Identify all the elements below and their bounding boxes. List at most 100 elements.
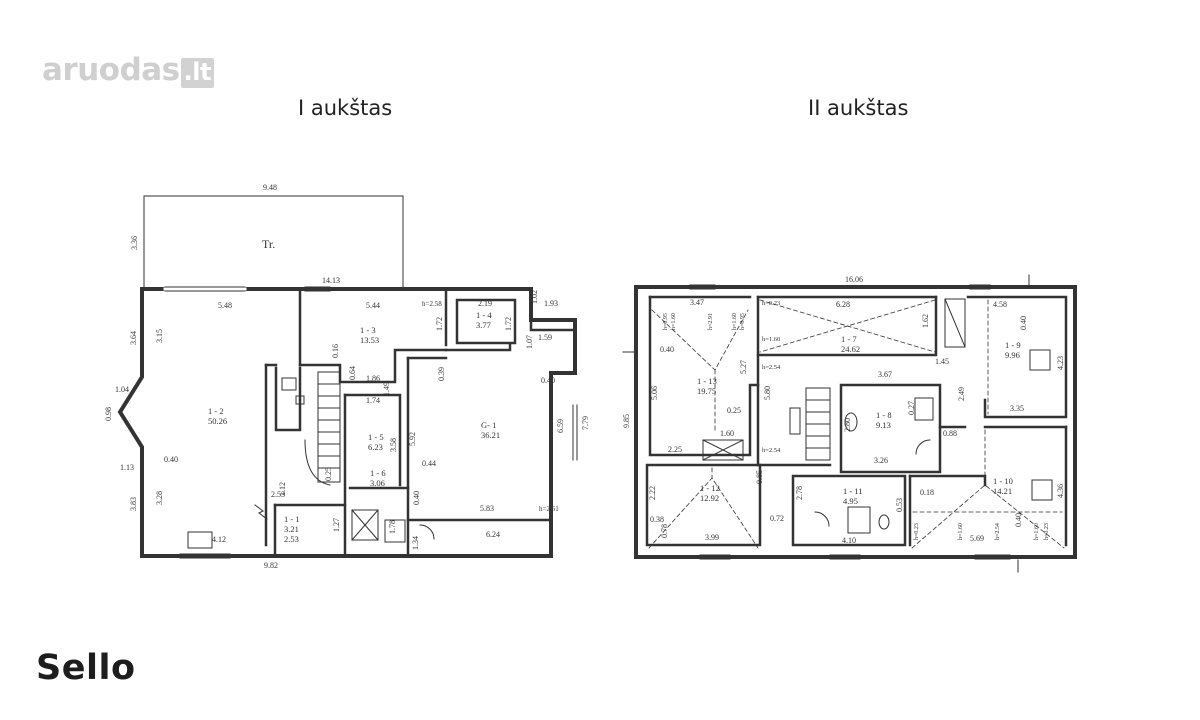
dim-label: 1.07 xyxy=(525,335,534,349)
floor-2-staircase xyxy=(789,387,831,461)
room-area: 19.75 xyxy=(697,386,716,396)
floor-1-fixtures xyxy=(187,377,435,549)
room-area: 3.06 xyxy=(370,478,385,488)
room-area: 6.23 xyxy=(368,442,383,452)
room-area: 24.62 xyxy=(841,344,860,354)
room-extra: 2.53 xyxy=(284,534,299,544)
dim-label: 1.59 xyxy=(538,333,552,342)
room-id: 1 - 5 xyxy=(368,432,384,442)
floor-2-title: II aukštas xyxy=(808,96,909,120)
dim-label: 3.83 xyxy=(129,497,138,511)
dim-label: 3.47 xyxy=(690,298,704,307)
dim-label: 9.48 xyxy=(263,183,277,192)
room-area: 50.26 xyxy=(208,416,227,426)
dim-label: 1.34 xyxy=(411,536,420,550)
dim-label: 0.16 xyxy=(331,344,340,358)
dim-label: 1.04 xyxy=(115,385,129,394)
dim-label: 0.18 xyxy=(920,488,934,497)
floor-2-fixtures xyxy=(702,298,1053,534)
dim-label: h=1.60 xyxy=(732,313,738,330)
dim-label: h=2.58 xyxy=(422,300,442,308)
dim-label: 1.78 xyxy=(388,520,397,534)
dim-label: 4.58 xyxy=(993,300,1007,309)
room-id: 1 - 4 xyxy=(476,310,492,320)
room-area: 3.77 xyxy=(476,320,491,330)
dim-label: 1.02 xyxy=(530,290,539,304)
dim-label: 5.06 xyxy=(650,386,659,400)
dim-label: 2.49 xyxy=(957,387,966,401)
room-area: 12.92 xyxy=(700,493,719,503)
room-id: 1 - 7 xyxy=(841,334,857,344)
floor-2-room-labels: 1 - 13 19.75 1 - 7 24.62 1 - 9 9.96 1 - … xyxy=(697,334,1021,506)
dim-label: h=2.54 xyxy=(762,364,781,371)
room-id: 1 - 9 xyxy=(1005,340,1021,350)
dim-label: 4.23 xyxy=(1056,356,1065,370)
dim-label: 5.69 xyxy=(970,534,984,543)
dim-label: 1.60 xyxy=(720,429,734,438)
dim-label: 3.26 xyxy=(874,456,888,465)
dim-label: 0.78 xyxy=(660,524,669,538)
dim-label: h=2.54 xyxy=(995,523,1001,540)
dim-label: 1.72 xyxy=(504,317,513,331)
dim-label: 1.62 xyxy=(921,314,930,328)
dim-label: 0.44 xyxy=(422,459,436,468)
dim-label: 0.64 xyxy=(348,366,357,380)
dim-label: 1.93 xyxy=(544,299,558,308)
dim-label: h=2.91 xyxy=(708,313,714,330)
dim-label: 3.58 xyxy=(389,438,398,452)
floor-2-interior-walls xyxy=(645,295,1068,547)
dim-label: 0.72 xyxy=(770,514,784,523)
floor-1-windows xyxy=(163,286,578,559)
dim-label: h=1.60 xyxy=(958,523,964,540)
dim-label: 4.36 xyxy=(1056,484,1065,498)
dim-label: 1.49 xyxy=(382,382,391,396)
room-area: 4.95 xyxy=(843,496,858,506)
dim-label: 2.19 xyxy=(478,299,492,308)
dim-label: 1.74 xyxy=(366,396,380,405)
floor-1-staircase xyxy=(304,371,341,486)
dim-label: 0.40 xyxy=(541,376,555,385)
room-area: 13.53 xyxy=(360,335,379,345)
dim-label: 1.72 xyxy=(435,317,444,331)
watermark-tld: .lt xyxy=(180,58,214,88)
dim-label: 4.12 xyxy=(212,535,226,544)
floor-1-outer-walls xyxy=(117,287,577,558)
dim-label: 2.78 xyxy=(795,486,804,500)
dim-label: 1.86 xyxy=(366,374,380,383)
dim-label: h=0.95 xyxy=(740,313,746,330)
dim-label: 5.27 xyxy=(739,360,748,374)
dim-label: 1.45 xyxy=(935,357,949,366)
dim-label: 9.82 xyxy=(264,561,278,570)
room-id: 1 - 10 xyxy=(993,476,1013,486)
dim-label: 0.40 xyxy=(412,491,421,505)
dim-label: 3.99 xyxy=(705,533,719,542)
aruodas-watermark-logo: aruodas.lt xyxy=(42,52,214,88)
dim-label: h=2.54 xyxy=(762,447,781,454)
dim-label: 6.59 xyxy=(556,419,565,433)
floor-1-title: I aukštas xyxy=(298,96,393,120)
dim-label: 0.40 xyxy=(1019,316,1028,330)
dim-label: 0.40 xyxy=(660,345,674,354)
dim-label: 5.83 xyxy=(480,504,494,513)
dim-label: 0.53 xyxy=(895,498,904,512)
room-area: 9.13 xyxy=(876,420,891,430)
dim-label: 3.28 xyxy=(155,491,164,505)
dim-label: 5.48 xyxy=(218,301,232,310)
room-id: 1 - 11 xyxy=(843,486,863,496)
floor-2-roof-slope-lines xyxy=(648,299,1065,549)
dim-label: 16.06 xyxy=(845,275,863,284)
dim-label: 0.27 xyxy=(907,401,916,415)
dim-label: 5.44 xyxy=(366,301,380,310)
watermark-text: aruodas xyxy=(42,52,180,88)
dim-label: 6.28 xyxy=(836,300,850,309)
dim-label: 3.15 xyxy=(155,329,164,343)
dim-label: h=0.95 xyxy=(663,313,669,330)
dim-label: 0.98 xyxy=(104,407,113,421)
dim-label: h=0.23 xyxy=(762,300,780,307)
dim-label: 3.64 xyxy=(129,331,138,345)
room-area: 9.96 xyxy=(1005,350,1020,360)
dim-label: 1.12 xyxy=(278,482,287,496)
dim-label: 1.13 xyxy=(120,463,134,472)
dim-label: 0.25 xyxy=(727,406,741,415)
